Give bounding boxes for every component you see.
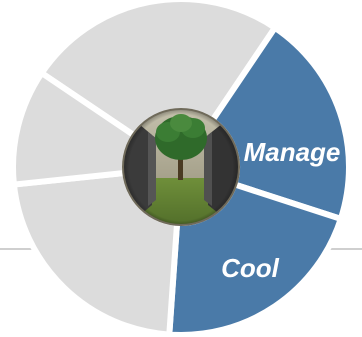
center-photo xyxy=(123,109,239,225)
segment-label-manage: Manage xyxy=(244,137,341,167)
segment-ring xyxy=(10,0,352,337)
segment-label-cool: Cool xyxy=(221,253,280,283)
center-photo-rim xyxy=(122,108,240,226)
